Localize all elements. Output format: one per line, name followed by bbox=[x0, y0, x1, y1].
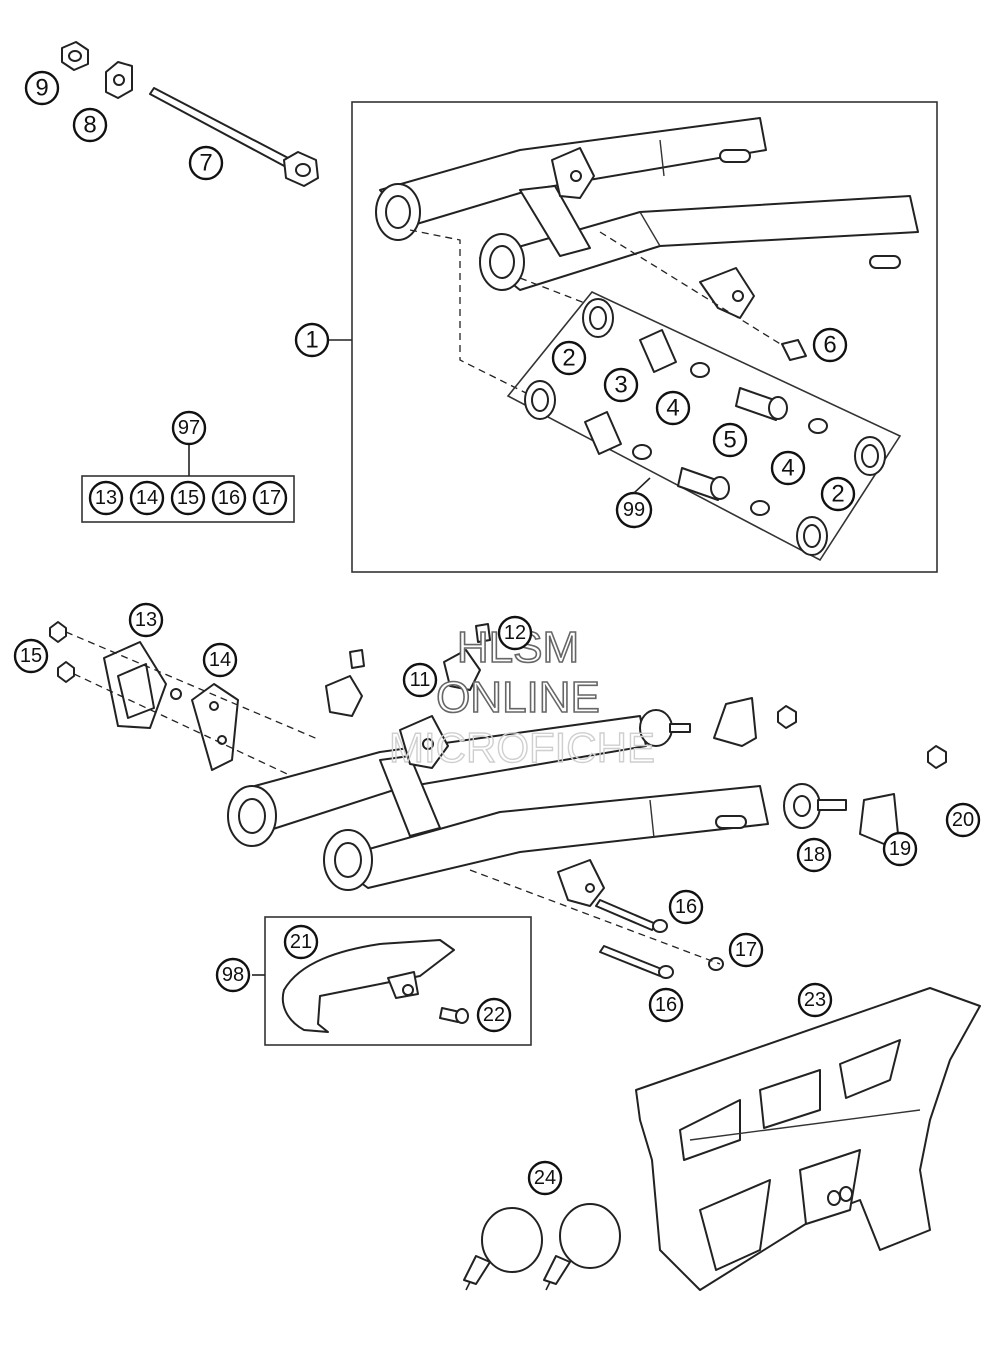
callout-98: 98 bbox=[215, 957, 251, 993]
callout-21: 21 bbox=[283, 924, 319, 960]
svg-text:15: 15 bbox=[177, 487, 199, 509]
callout-8: 8 bbox=[72, 107, 108, 143]
callout-97: 97 bbox=[171, 410, 207, 446]
kit-97-item-17: 17 bbox=[252, 480, 288, 516]
svg-text:14: 14 bbox=[136, 487, 158, 509]
clamp-part-11 bbox=[325, 649, 365, 717]
svg-text:21: 21 bbox=[290, 931, 312, 953]
swingarm-assembly-frame bbox=[351, 101, 938, 573]
kit-97-frame bbox=[81, 475, 295, 523]
svg-text:97: 97 bbox=[178, 417, 200, 439]
clamp-part-12 bbox=[443, 623, 491, 691]
svg-text:2: 2 bbox=[831, 481, 844, 508]
kit-98-frame bbox=[264, 916, 532, 1046]
chain-adjuster-part bbox=[783, 783, 847, 829]
kit-97-item-14: 14 bbox=[129, 480, 165, 516]
svg-text:20: 20 bbox=[952, 809, 974, 831]
washer-plate-part bbox=[105, 61, 133, 99]
svg-text:17: 17 bbox=[259, 487, 281, 509]
callout-15: 15 bbox=[13, 638, 49, 674]
svg-text:13: 13 bbox=[135, 609, 157, 631]
callout-23: 23 bbox=[797, 982, 833, 1018]
svg-text:98: 98 bbox=[222, 964, 244, 986]
svg-text:8: 8 bbox=[83, 112, 96, 139]
kit-97-item-15: 15 bbox=[170, 480, 206, 516]
callout-11: 11 bbox=[402, 662, 438, 698]
swingarm-axle-part bbox=[149, 87, 319, 187]
svg-text:23: 23 bbox=[804, 989, 826, 1011]
svg-text:2: 2 bbox=[562, 345, 575, 372]
svg-text:1: 1 bbox=[305, 327, 318, 354]
svg-text:13: 13 bbox=[95, 487, 117, 509]
callout-4a: 4 bbox=[655, 390, 691, 426]
callout-12: 12 bbox=[497, 615, 533, 651]
svg-text:17: 17 bbox=[735, 939, 757, 961]
nut-part bbox=[61, 41, 89, 71]
svg-text:22: 22 bbox=[483, 1004, 505, 1026]
callout-3: 3 bbox=[603, 367, 639, 403]
watermark: HLSM ONLINE MICROFICHE bbox=[388, 622, 655, 772]
callout-14: 14 bbox=[202, 642, 238, 678]
callout-1: 1 bbox=[294, 322, 330, 358]
kit-97-item-13: 13 bbox=[88, 480, 124, 516]
callout-4b: 4 bbox=[770, 450, 806, 486]
watermark-line3: MICROFICHE bbox=[389, 724, 655, 771]
chain-guide-part bbox=[281, 939, 455, 1033]
svg-text:5: 5 bbox=[723, 427, 736, 454]
chain-guard-part bbox=[635, 987, 981, 1291]
callout-17: 17 bbox=[728, 932, 764, 968]
svg-text:11: 11 bbox=[410, 669, 431, 691]
callout-9: 9 bbox=[24, 70, 60, 106]
nut-part-20 bbox=[927, 745, 947, 769]
bolts-16-17 bbox=[595, 899, 724, 979]
svg-text:15: 15 bbox=[20, 645, 42, 667]
kit-97-item-16: 16 bbox=[211, 480, 247, 516]
callout-22: 22 bbox=[476, 997, 512, 1033]
svg-text:3: 3 bbox=[614, 372, 627, 399]
chain-guide-block-part bbox=[103, 641, 167, 729]
chain-slider-plate-part bbox=[191, 683, 239, 771]
svg-text:16: 16 bbox=[655, 994, 677, 1016]
callout-20: 20 bbox=[945, 802, 981, 838]
callout-24: 24 bbox=[527, 1160, 563, 1196]
swingarm-upper-part bbox=[375, 117, 919, 319]
svg-text:16: 16 bbox=[675, 896, 697, 918]
svg-text:7: 7 bbox=[199, 150, 212, 177]
callout-2a: 2 bbox=[551, 340, 587, 376]
svg-text:4: 4 bbox=[781, 455, 794, 482]
bushing-kit-frame bbox=[506, 291, 902, 562]
callout-19: 19 bbox=[882, 831, 918, 867]
svg-text:16: 16 bbox=[218, 487, 240, 509]
svg-text:18: 18 bbox=[803, 844, 825, 866]
svg-text:24: 24 bbox=[534, 1167, 556, 1189]
svg-text:99: 99 bbox=[623, 499, 645, 521]
svg-text:12: 12 bbox=[504, 622, 526, 644]
callout-2b: 2 bbox=[820, 476, 856, 512]
bushing-parts bbox=[524, 298, 886, 556]
callout-5: 5 bbox=[712, 422, 748, 458]
cable-tie-parts bbox=[463, 1203, 621, 1291]
svg-text:14: 14 bbox=[209, 649, 231, 671]
svg-text:4: 4 bbox=[666, 395, 679, 422]
svg-text:6: 6 bbox=[823, 332, 836, 359]
screw-part-22 bbox=[439, 1007, 469, 1024]
svg-text:9: 9 bbox=[35, 75, 48, 102]
callout-6: 6 bbox=[812, 327, 848, 363]
callout-16a: 16 bbox=[668, 889, 704, 925]
callout-7: 7 bbox=[188, 145, 224, 181]
callout-18: 18 bbox=[796, 837, 832, 873]
swingarm-lower-part bbox=[227, 715, 769, 907]
callout-99: 99 bbox=[615, 491, 653, 529]
svg-text:19: 19 bbox=[889, 838, 911, 860]
adjuster-parts-upper bbox=[639, 697, 797, 747]
callout-13: 13 bbox=[128, 602, 164, 638]
watermark-line2: ONLINE bbox=[436, 673, 600, 722]
screws-nuts-left bbox=[49, 621, 182, 700]
callout-16b: 16 bbox=[648, 987, 684, 1023]
